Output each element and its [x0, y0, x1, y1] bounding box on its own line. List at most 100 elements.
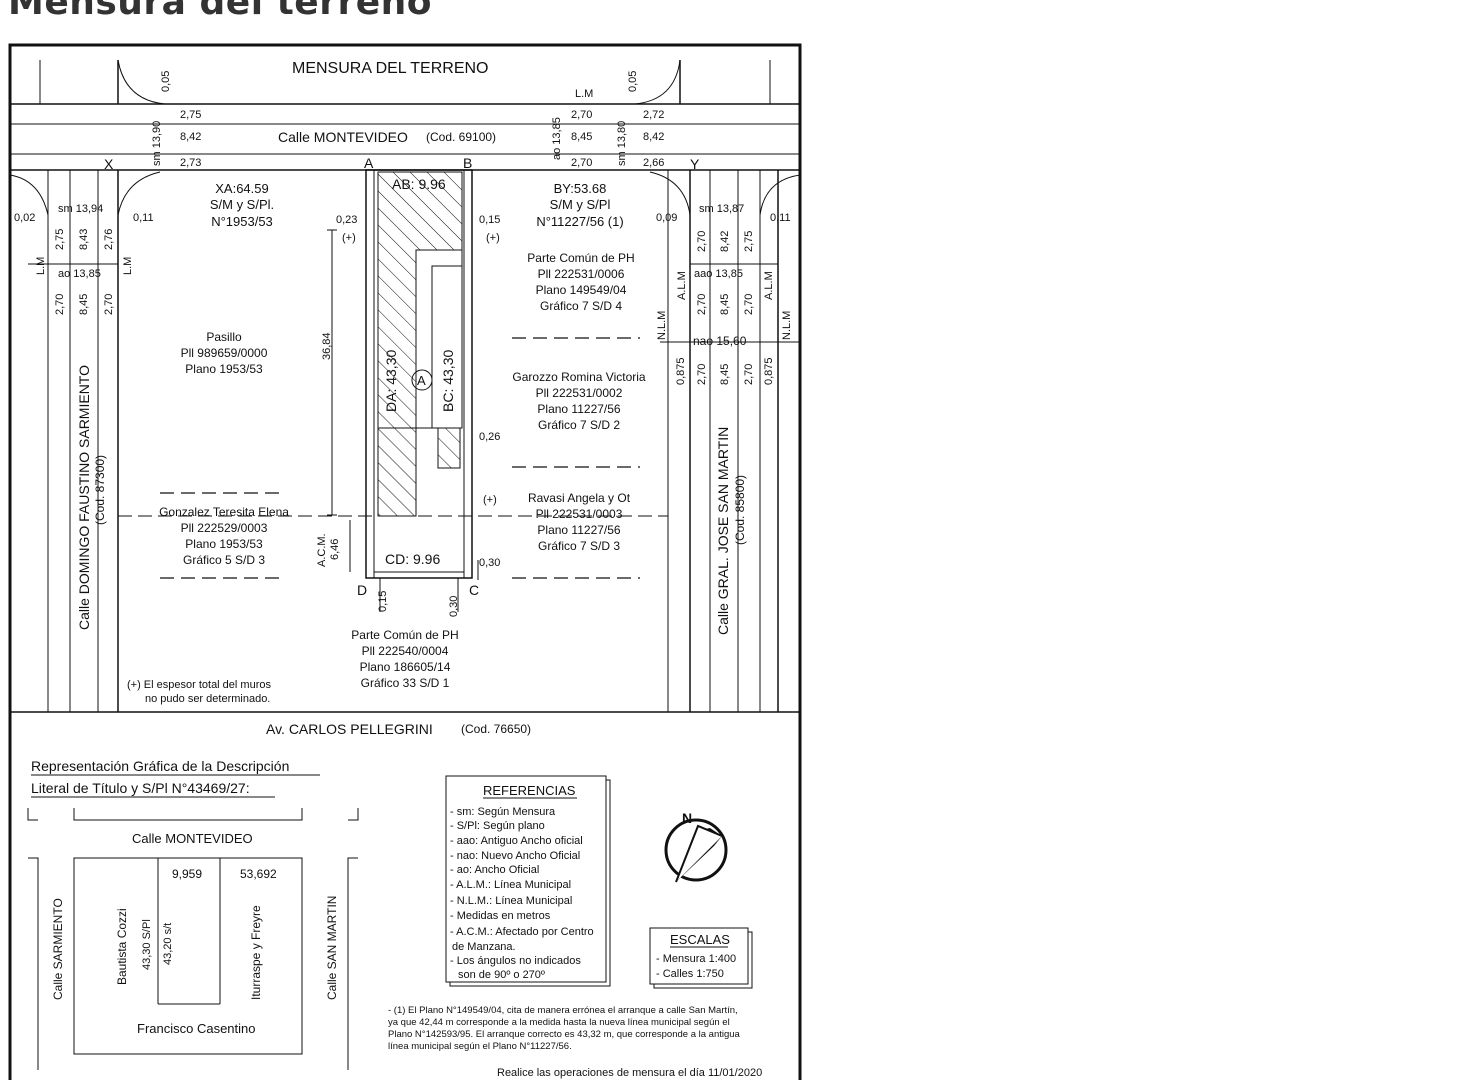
left-dim-lm2: L.M: [122, 257, 134, 275]
description-sketch: Representación Gráfica de la Descripción…: [27, 758, 359, 1070]
left-dim-d: 2,70: [54, 294, 66, 315]
footnote: - (1) El Plano N°149549/04, cita de mane…: [388, 1005, 741, 1052]
svg-text:- A.C.M.: Afectado por Centro: - A.C.M.: Afectado por Centro: [450, 926, 594, 938]
street-top-code: (Cod. 69100): [426, 130, 496, 144]
lot-plus-right: (+): [486, 232, 500, 244]
svg-text:Gráfico 7 S/D 2: Gráfico 7 S/D 2: [538, 418, 620, 432]
svg-text:N°1953/53: N°1953/53: [211, 214, 273, 229]
svg-text:Plano 1953/53: Plano 1953/53: [185, 537, 263, 551]
lot-block: [118, 169, 668, 579]
svg-text:N°11227/56 (1): N°11227/56 (1): [536, 214, 623, 229]
svg-text:Plano 186605/14: Plano 186605/14: [360, 660, 451, 674]
svg-text:Plano 11227/56: Plano 11227/56: [537, 523, 621, 537]
svg-text:- N.L.M.: Línea Municipal: - N.L.M.: Línea Municipal: [450, 895, 572, 907]
point-x: X: [104, 156, 114, 172]
svg-text:- Mensura 1:400: - Mensura 1:400: [656, 953, 736, 965]
parcel-gonzalez: Gonzalez Teresita Elena Pll 222529/0003 …: [159, 505, 289, 567]
svg-text:son de 90º o 270º: son de 90º o 270º: [458, 969, 545, 981]
svg-text:Pll 222529/0003: Pll 222529/0003: [181, 521, 268, 535]
svg-text:Plano 149549/04: Plano 149549/04: [536, 283, 627, 297]
svg-text:Calle MONTEVIDEO: Calle MONTEVIDEO: [132, 831, 253, 846]
street-left-label: Calle DOMINGO FAUSTINO SARMIENTO: [76, 365, 92, 630]
svg-text:REFERENCIAS: REFERENCIAS: [483, 783, 576, 798]
point-d: D: [357, 582, 367, 598]
street-lines: [9, 59, 801, 713]
street-bottom-code: (Cod. 76650): [461, 722, 531, 736]
left-dim-a: 2,75: [54, 229, 66, 250]
lot-plus-mid: (+): [483, 494, 497, 506]
lot-d023: 0,23: [336, 214, 357, 226]
top-dim-small-left: 0,05: [160, 71, 172, 92]
top-dim-right-sm: sm 13,80: [616, 121, 628, 166]
right-dim-a: 2,70: [696, 231, 708, 252]
svg-text:ya que 42,44 m corresponde a l: ya que 42,44 m corresponde a la medida h…: [388, 1017, 730, 1028]
lot-ab: AB: 9.96: [392, 176, 446, 192]
lot-plus-left: (+): [342, 232, 356, 244]
plan-title: MENSURA DEL TERRENO: [292, 60, 488, 77]
parcel-parte-comun-bottom: Parte Común de PH Pll 222540/0004 Plano …: [351, 628, 458, 690]
svg-text:Pll 222531/0003: Pll 222531/0003: [536, 507, 623, 521]
svg-text:(+) El espesor total del muros: (+) El espesor total del muros: [127, 679, 271, 691]
svg-text:no pudo ser determinado.: no pudo ser determinado.: [145, 693, 270, 705]
svg-text:- ao: Ancho Oficial: - ao: Ancho Oficial: [450, 864, 539, 876]
point-b: B: [463, 155, 472, 171]
svg-text:Gráfico 33 S/D 1: Gráfico 33 S/D 1: [361, 676, 450, 690]
right-dim-sm: sm 13,87: [699, 203, 744, 215]
scales-box: ESCALAS - Mensura 1:400 - Calles 1:750: [649, 927, 753, 989]
svg-text:- A.L.M.: Línea Municipal: - A.L.M.: Línea Municipal: [450, 879, 571, 891]
right-dim-nlm1: N.L.M: [656, 311, 668, 340]
right-dim-ao: aao 13,85: [694, 268, 743, 280]
street-bottom-label: Av. CARLOS PELLEGRINI: [266, 721, 433, 737]
svg-text:Gráfico 7 S/D 3: Gráfico 7 S/D 3: [538, 539, 620, 553]
svg-text:Gráfico 5 S/D 3: Gráfico 5 S/D 3: [183, 553, 265, 567]
lot-b015: 0,15: [377, 591, 389, 612]
parcel-pasillo: Pasillo Pll 989659/0000 Plano 1953/53: [181, 330, 268, 376]
svg-text:Ravasi Angela y Ot: Ravasi Angela y Ot: [528, 491, 631, 505]
page-title: Mensura del terreno: [8, 0, 432, 23]
svg-text:BY:53.68: BY:53.68: [554, 181, 607, 196]
top-dim-r2-a: 2,72: [643, 109, 664, 121]
top-dim-left-a: 2,75: [180, 109, 201, 121]
lot-d026: 0,26: [479, 431, 500, 443]
parcel-garozzo: Garozzo Romina Victoria Pll 222531/0002 …: [512, 370, 645, 432]
note-walls: (+) El espesor total del muros no pudo s…: [127, 679, 271, 705]
right-dim-nlm2: N.L.M: [781, 311, 793, 340]
svg-text:- sm: Según Mensura: - sm: Según Mensura: [450, 806, 556, 818]
svg-text:53,692: 53,692: [240, 867, 277, 881]
svg-text:9,959: 9,959: [172, 867, 202, 881]
street-right-label: Calle GRAL. JOSE SAN MARTIN: [715, 427, 731, 635]
svg-text:Iturraspe y Freyre: Iturraspe y Freyre: [249, 905, 263, 1000]
svg-text:de Manzana.: de Manzana.: [452, 941, 516, 953]
parcel-ravasi: Ravasi Angela y Ot Pll 222531/0003 Plano…: [528, 491, 631, 553]
parcel-separators: [160, 337, 640, 579]
date-note: Realice las operaciones de mensura el dí…: [497, 1067, 762, 1079]
right-dim-j: 8,45: [719, 364, 731, 385]
svg-text:línea municipal según el Plano: línea municipal según el Plano N°11227/5…: [388, 1041, 572, 1052]
lot-da: DA: 43,30: [383, 350, 399, 412]
svg-text:Pll 989659/0000: Pll 989659/0000: [181, 346, 268, 360]
right-dim-f: 2,70: [743, 294, 755, 315]
lot-acm-val: 6,46: [329, 539, 341, 560]
svg-text:Gonzalez Teresita Elena: Gonzalez Teresita Elena: [159, 505, 289, 519]
svg-text:Pll 222531/0006: Pll 222531/0006: [538, 267, 625, 281]
top-dim-lm: L.M: [575, 88, 593, 100]
top-dim-left-sm: sm 13,90: [151, 121, 163, 166]
svg-text:Calle SAN MARTIN: Calle SAN MARTIN: [325, 896, 339, 1000]
top-dim-left-c: 2,73: [180, 157, 201, 169]
svg-text:Bautista Cozzi: Bautista Cozzi: [115, 908, 129, 985]
left-dim-lm1: L.M: [35, 257, 47, 275]
svg-text:Parte Común de PH: Parte Común de PH: [527, 251, 634, 265]
left-dim-e: 8,45: [78, 294, 90, 315]
point-y: Y: [690, 156, 700, 172]
left-dim-h: 0,11: [133, 212, 154, 224]
top-dim-small-right: 0,05: [627, 71, 639, 92]
right-dim-e: 8,45: [719, 294, 731, 315]
street-right-code: (Cod. 85800): [733, 475, 747, 545]
right-dim-nao: nao 15,60: [693, 334, 747, 348]
lot-side-len: 36,84: [321, 332, 333, 360]
lot-b030: 0,30: [448, 596, 460, 617]
svg-text:S/M y S/Pl.: S/M y S/Pl.: [210, 197, 274, 212]
left-dim-b: 8,43: [78, 229, 90, 250]
svg-text:- Medidas en metros: - Medidas en metros: [450, 910, 551, 922]
street-left-code: (Cod. 87300): [93, 455, 107, 525]
